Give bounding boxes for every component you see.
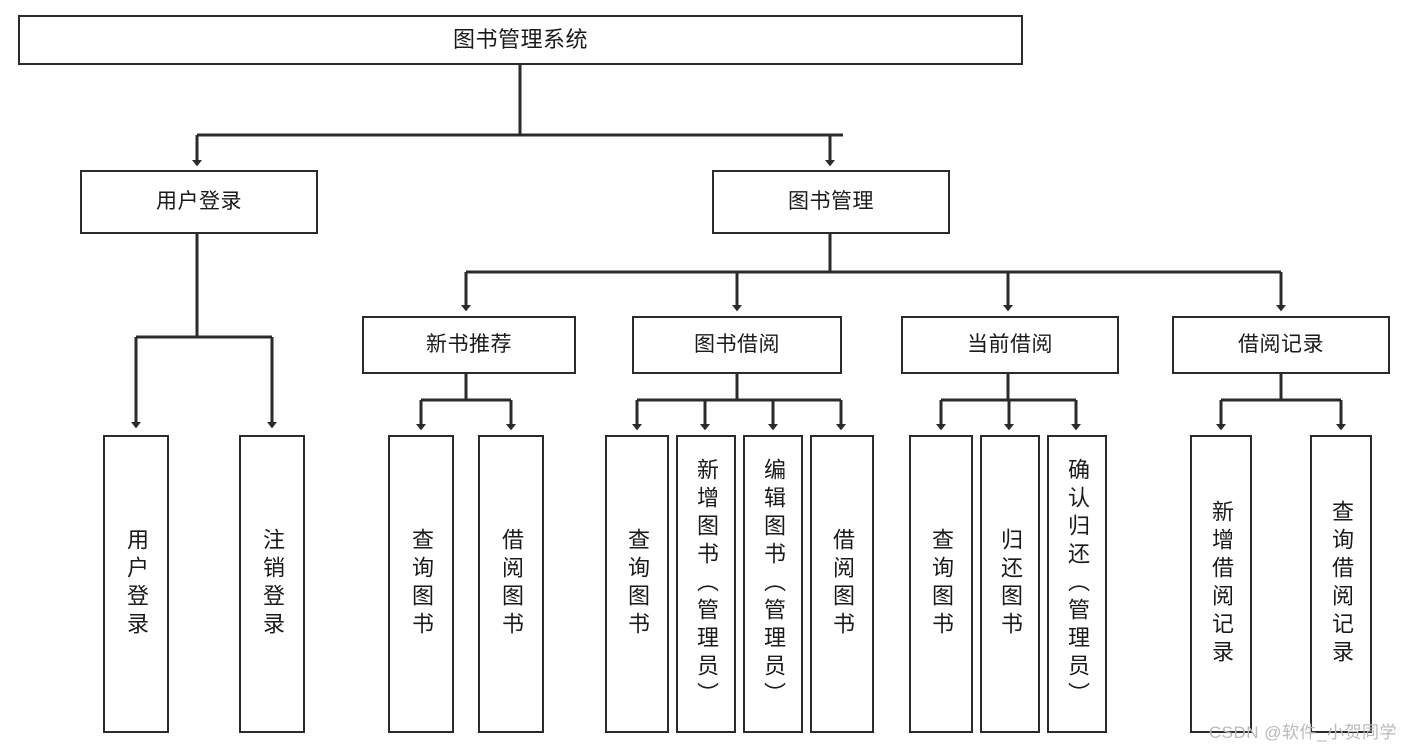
leaf-bookborrow-borrow-book[interactable]: 借阅图书 (810, 435, 874, 733)
leaf-newbook-borrow-book-label: 借阅图书 (499, 528, 524, 640)
node-book-management[interactable]: 图书管理 (712, 170, 950, 234)
leaf-currentborrow-query-book[interactable]: 查询图书 (909, 435, 973, 733)
leaf-currentborrow-query-book-label: 查询图书 (929, 528, 954, 640)
leaf-newbook-borrow-book[interactable]: 借阅图书 (478, 435, 544, 733)
node-borrow-record-label: 借阅记录 (1238, 332, 1324, 356)
node-current-borrow-label: 当前借阅 (967, 332, 1053, 356)
leaf-edit-book-admin[interactable]: 编辑图书（管理员） (743, 435, 803, 733)
node-book-management-label: 图书管理 (788, 189, 874, 213)
node-current-borrow[interactable]: 当前借阅 (901, 316, 1119, 374)
leaf-query-borrow-record[interactable]: 查询借阅记录 (1310, 435, 1372, 733)
node-user-login-label: 用户登录 (156, 189, 242, 213)
leaf-query-borrow-record-label: 查询借阅记录 (1329, 500, 1354, 668)
leaf-confirm-return-admin[interactable]: 确认归还（管理员） (1047, 435, 1107, 733)
leaf-add-book-admin[interactable]: 新增图书（管理员） (676, 435, 736, 733)
node-user-login[interactable]: 用户登录 (80, 170, 318, 234)
leaf-bookborrow-query-book[interactable]: 查询图书 (605, 435, 669, 733)
node-borrow-record[interactable]: 借阅记录 (1172, 316, 1390, 374)
leaf-bookborrow-query-book-label: 查询图书 (625, 528, 650, 640)
csdn-watermark: CSDN @软件_小贺同学 (1208, 723, 1397, 742)
leaf-newbook-query-book-label: 查询图书 (409, 528, 434, 640)
leaf-add-borrow-record-label: 新增借阅记录 (1209, 500, 1234, 668)
node-book-borrow-label: 图书借阅 (694, 332, 780, 356)
leaf-logout-label: 注销登录 (260, 528, 285, 640)
leaf-newbook-query-book[interactable]: 查询图书 (388, 435, 454, 733)
leaf-logout[interactable]: 注销登录 (239, 435, 305, 733)
node-new-book-recommend-label: 新书推荐 (426, 332, 512, 356)
node-book-borrow[interactable]: 图书借阅 (632, 316, 842, 374)
leaf-confirm-return-admin-label: 确认归还（管理员） (1065, 458, 1090, 710)
leaf-user-login-label: 用户登录 (124, 528, 149, 640)
leaf-bookborrow-borrow-book-label: 借阅图书 (830, 528, 855, 640)
node-new-book-recommend[interactable]: 新书推荐 (362, 316, 576, 374)
leaf-return-book-label: 归还图书 (998, 528, 1023, 640)
leaf-add-borrow-record[interactable]: 新增借阅记录 (1190, 435, 1252, 733)
node-root-system-label: 图书管理系统 (452, 27, 588, 53)
leaf-user-login[interactable]: 用户登录 (103, 435, 169, 733)
leaf-add-book-admin-label: 新增图书（管理员） (694, 458, 719, 710)
leaf-return-book[interactable]: 归还图书 (980, 435, 1040, 733)
node-root-system[interactable]: 图书管理系统 (18, 15, 1023, 65)
leaf-edit-book-admin-label: 编辑图书（管理员） (761, 458, 786, 710)
